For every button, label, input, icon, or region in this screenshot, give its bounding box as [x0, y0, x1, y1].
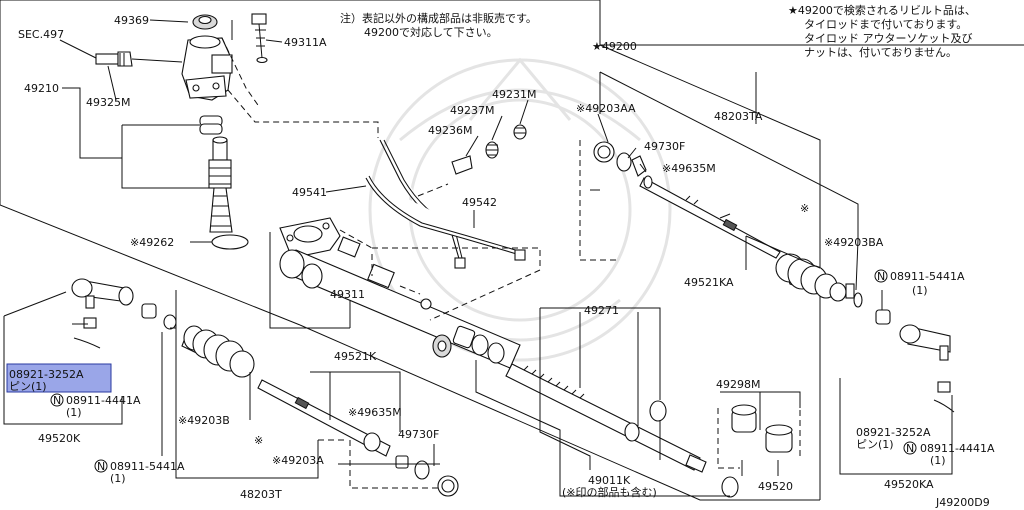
notes-block: 注）表記以外の構成部品は非販売です。 49200で対応して下さい。 ★49200… [340, 3, 976, 59]
rebuilt-note-line-4: ナットは、付いておりません。 [804, 46, 957, 59]
leader-lines-center [269, 99, 541, 329]
label-49730f-left[interactable]: 49730F [398, 428, 439, 441]
label-49520k[interactable]: 49520K [38, 432, 81, 445]
label-08911-5441a-left-qty: (1) [110, 472, 126, 485]
nut-symbol-text-2: N [53, 394, 61, 407]
rebuilt-note-line-3: タイロッド アウターソケット及び [804, 32, 973, 45]
label-08911-4441a-left[interactable]: 08911-4441A [66, 394, 141, 407]
nut-symbol-text-1: N [877, 270, 885, 283]
nut-symbol-text-4: N [906, 442, 914, 455]
label-49011k-note: (※印の部品も含む) [562, 485, 657, 499]
leader-lines-left [3, 290, 440, 489]
nut-symbol-left-bottom [94, 459, 108, 473]
label-49200[interactable]: ★49200 [592, 40, 637, 53]
label-08911-4441a-right[interactable]: 08911-4441A [920, 442, 995, 455]
star-mark-left: ※ [254, 434, 263, 447]
label-49521ka[interactable]: 49521KA [684, 276, 734, 289]
leader-lines-top-left [59, 19, 379, 243]
nut-symbol-right-top [874, 269, 888, 283]
label-08911-5441a-right[interactable]: 08911-5441A [890, 270, 965, 283]
label-49542[interactable]: 49542 [462, 196, 497, 209]
label-08911-4441a-left-qty: (1) [66, 406, 82, 419]
label-49231m[interactable]: 49231M [492, 88, 536, 101]
label-49730f-right[interactable]: 49730F [644, 140, 685, 153]
nut-symbol-right-bottom [903, 441, 917, 455]
bushings-small [451, 124, 527, 175]
label-49325m[interactable]: 49325M [86, 96, 130, 109]
label-pin-qty-right: ピン(1) [856, 438, 894, 451]
label-pin-qty-left: ピン(1) [9, 380, 47, 393]
label-49520[interactable]: 49520 [758, 480, 793, 493]
note-line-1: 注）表記以外の構成部品は非販売です。 [340, 11, 537, 25]
label-08921-3252a-left[interactable]: 08921-3252A [9, 368, 84, 381]
label-49311[interactable]: 49311 [330, 288, 365, 301]
label-49271[interactable]: 49271 [584, 304, 619, 317]
label-49311a[interactable]: 49311A [284, 36, 327, 49]
bushing-49298m [717, 391, 801, 476]
leader-lines-right [579, 71, 953, 475]
nut-symbol-left-mid [50, 393, 64, 407]
label-08911-5441a-right-qty: (1) [912, 284, 928, 297]
label-49298m[interactable]: 49298M [716, 378, 760, 391]
label-49635m-left[interactable]: ※49635M [348, 406, 402, 419]
note-line-2: 49200で対応して下さい。 [364, 25, 498, 39]
label-sec497[interactable]: SEC.497 [18, 28, 64, 41]
label-49520ka[interactable]: 49520KA [884, 478, 934, 491]
right-tie-rod-group [593, 141, 955, 413]
rack-bar-group [505, 363, 739, 498]
label-08911-5441a-left[interactable]: 08911-5441A [110, 460, 185, 473]
star-mark-right: ※ [800, 202, 809, 215]
label-08921-3252a-right[interactable]: 08921-3252A [856, 426, 931, 439]
rebuilt-note-line-2: タイロッドまで付いております。 [804, 18, 967, 31]
label-49635m-right[interactable]: ※49635M [662, 162, 716, 175]
label-49369[interactable]: 49369 [114, 14, 149, 27]
rack-housing-group [279, 139, 526, 369]
highlight-box [6, 363, 112, 393]
label-49236m[interactable]: 49236M [428, 124, 472, 137]
label-49203aa[interactable]: ※49203AA [576, 102, 636, 115]
label-49262[interactable]: ※49262 [130, 236, 174, 249]
leader-lines-rack [475, 307, 730, 497]
valve-housing-group [95, 13, 268, 250]
label-08911-4441a-right-qty: (1) [930, 454, 946, 467]
part-labels: SEC.497 49369 49311A 49210 49325M ※49262… [9, 14, 995, 509]
diagram-id: J49200D9 [935, 496, 990, 509]
label-49237m[interactable]: 49237M [450, 104, 494, 117]
label-49203ba[interactable]: ※49203BA [824, 236, 884, 249]
label-49541[interactable]: 49541 [292, 186, 327, 199]
label-49521k[interactable]: 49521K [334, 350, 377, 363]
watermark-emblem [368, 57, 672, 362]
label-49210[interactable]: 49210 [24, 82, 59, 95]
left-tie-rod-group [71, 278, 459, 497]
rebuilt-note-line-1: ★49200で検索されるリビルト品は、 [788, 3, 976, 17]
label-48203ta[interactable]: 48203TA [714, 110, 763, 123]
nut-symbol-text-3: N [97, 460, 105, 473]
label-49203b[interactable]: ※49203B [178, 414, 230, 427]
label-49203a[interactable]: ※49203A [272, 454, 324, 467]
label-49011k[interactable]: 49011K [588, 474, 631, 487]
label-48203t[interactable]: 48203T [240, 488, 282, 501]
